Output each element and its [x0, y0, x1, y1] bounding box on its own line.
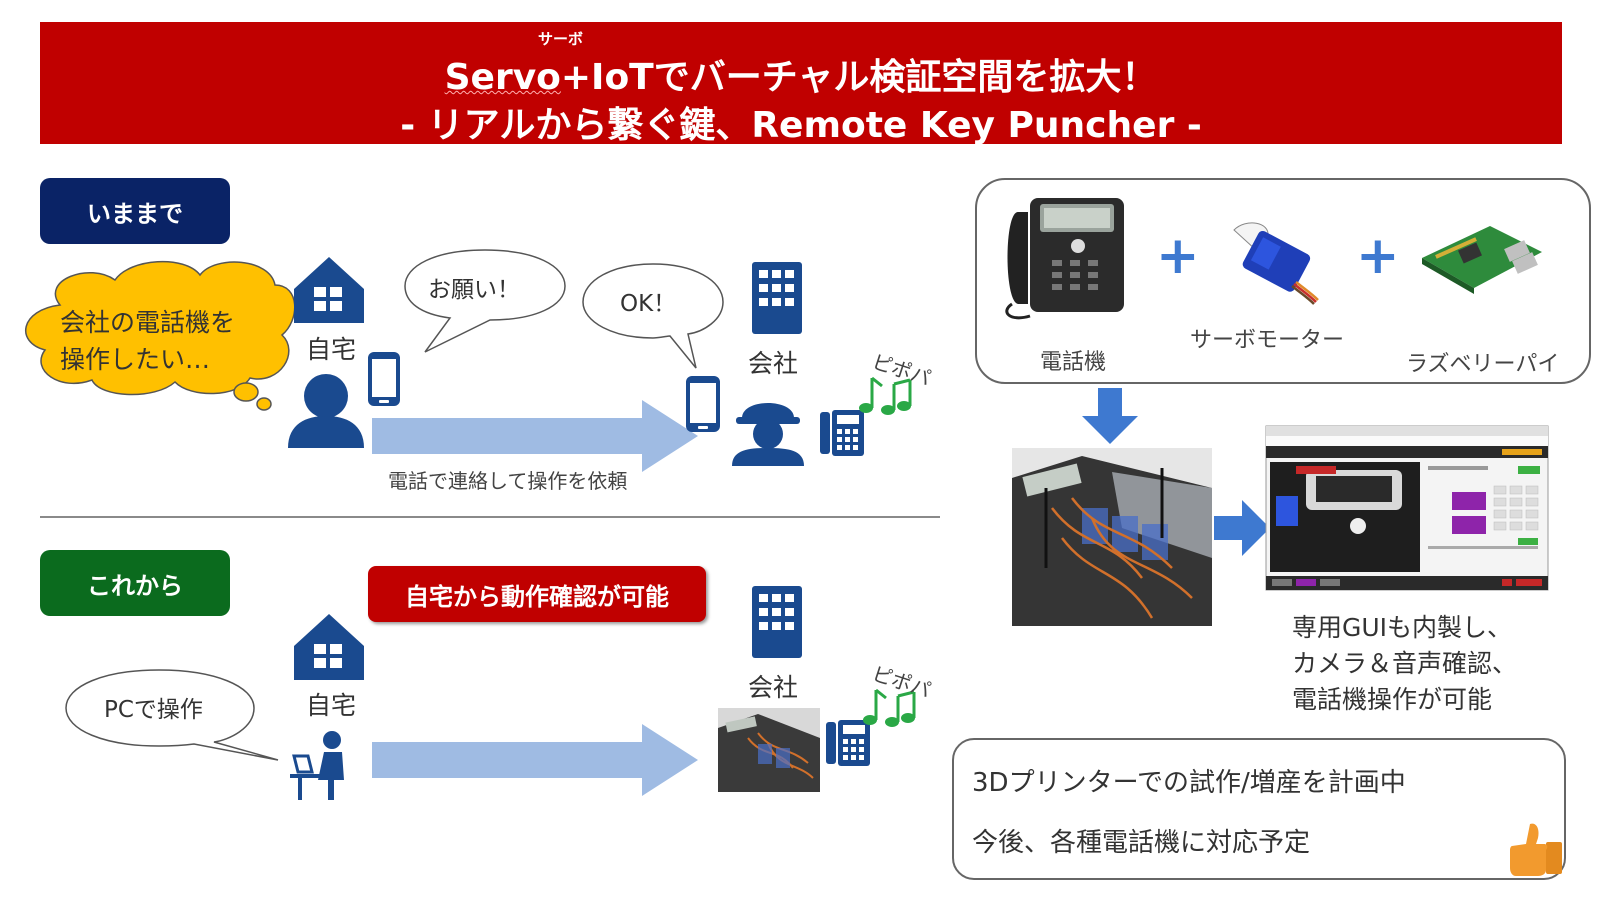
arrow-down	[1082, 388, 1138, 444]
title-ruby: サーボ	[538, 30, 584, 48]
thought-text-line2: 操作したい…	[60, 345, 211, 374]
raspberry-pi-icon	[1422, 226, 1542, 294]
office-label-past: 会社	[748, 349, 799, 378]
speech-text-ok: OK！	[620, 291, 677, 317]
smartphone-icon-home	[368, 352, 400, 406]
device-photo-large	[1012, 448, 1212, 626]
speech-text-request: お願い！	[428, 277, 520, 303]
ip-phone-icon	[1005, 198, 1124, 320]
section-label-past: いままで	[40, 178, 230, 244]
speech-bubble-ok	[582, 263, 724, 369]
home-label-past: 自宅	[306, 335, 357, 364]
person-icon	[288, 374, 364, 448]
office-label-future: 会社	[748, 673, 799, 702]
worker-icon	[732, 403, 804, 466]
title-servo: Servo	[444, 57, 561, 98]
gui-caption-line3: 電話機操作が可能	[1292, 685, 1493, 714]
music-note-icon	[859, 376, 912, 415]
speech-bubble-request	[404, 249, 566, 353]
arrow-request	[372, 400, 698, 472]
thought-text-line1: 会社の電話機を	[60, 308, 236, 337]
device-photo-small	[718, 708, 820, 792]
arrow-right	[1214, 500, 1270, 556]
music-note-icon	[863, 688, 916, 727]
house-icon	[294, 614, 364, 680]
desk-phone-icon	[820, 410, 864, 456]
speech-text-pc: PCで操作	[104, 697, 203, 723]
hw-label-raspi: ラズベリーパイ	[1406, 352, 1560, 377]
home-label-future: 自宅	[306, 691, 357, 720]
gui-screenshot	[1265, 425, 1549, 591]
arrow-caption: 電話で連絡して操作を依頼	[388, 469, 628, 493]
smartphone-icon-office	[686, 376, 720, 432]
plus-sign-2: +	[1356, 226, 1400, 286]
office-building-icon	[752, 262, 802, 334]
servo-motor-icon	[1233, 222, 1319, 305]
plan-panel	[952, 738, 1566, 880]
plan-line2: 今後、各種電話機に対応予定	[972, 828, 1311, 858]
plus-sign-1: +	[1156, 226, 1200, 286]
feature-badge: 自宅から動作確認が可能	[368, 566, 706, 622]
desk-phone-icon	[826, 720, 870, 766]
gui-caption-line2: カメラ＆音声確認、	[1292, 649, 1518, 678]
hw-label-servo: サーボモーター	[1190, 328, 1345, 353]
speech-bubble-pc	[65, 669, 279, 761]
house-icon	[294, 257, 364, 323]
person-at-pc-icon	[290, 731, 344, 800]
thumbs-up-icon	[1510, 823, 1562, 876]
office-building-icon	[752, 586, 802, 658]
title-banner: サーボ Servo+IoTでバーチャル検証空間を拡大！ - リアルから繋ぐ鍵、R…	[40, 22, 1562, 146]
hw-label-phone: 電話機	[1040, 350, 1107, 375]
title-rest: +IoTでバーチャル検証空間を拡大！	[560, 57, 1158, 98]
section-label-future: これから	[40, 550, 230, 616]
page-subtitle: - リアルから繋ぐ鍵、Remote Key Puncher -	[400, 105, 1202, 146]
gui-caption-line1: 専用GUIも内製し、	[1292, 613, 1513, 642]
arrow-remote	[372, 724, 698, 796]
plan-line1: 3Dプリンターでの試作/増産を計画中	[972, 768, 1406, 798]
section-divider	[40, 516, 940, 518]
page-title: Servo+IoTでバーチャル検証空間を拡大！	[40, 48, 1562, 100]
